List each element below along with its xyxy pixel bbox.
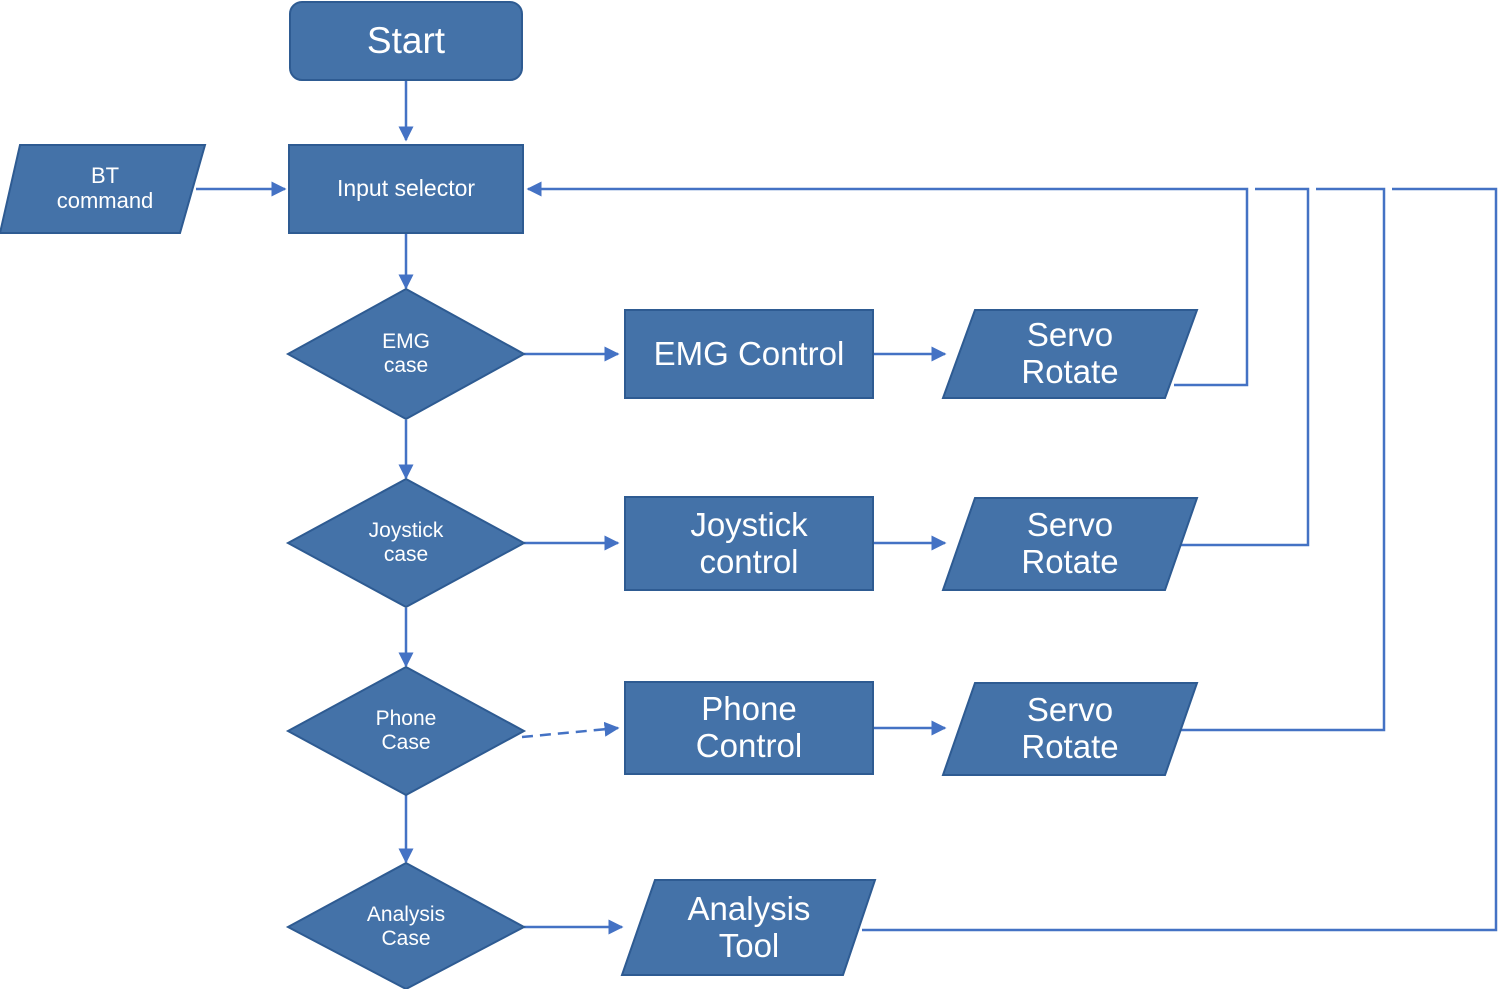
node-joystick-servo-rotate[interactable] [941, 497, 1199, 591]
node-input-selector[interactable] [288, 144, 524, 234]
node-emg-control[interactable] [624, 309, 874, 399]
node-analysis-tool[interactable] [620, 879, 877, 976]
edge-phone-case-to-phone-control [521, 721, 620, 739]
node-joystick-control[interactable] [624, 496, 874, 591]
edge-joystick-servo-to-input-selector [1174, 187, 1310, 547]
node-layer [0, 1, 1199, 989]
node-bt-command[interactable] [0, 144, 207, 234]
node-start[interactable] [289, 1, 523, 81]
edge-emg-servo-to-input-selector [526, 181, 1249, 387]
node-phone-servo-rotate[interactable] [941, 682, 1199, 776]
node-emg-servo-rotate[interactable] [941, 309, 1199, 399]
node-phone-control[interactable] [624, 681, 874, 775]
connector-layer [196, 80, 1498, 935]
node-phone-case[interactable] [285, 665, 527, 797]
node-analysis-case[interactable] [285, 861, 527, 989]
node-joystick-case[interactable] [285, 477, 527, 609]
edge-analysis-tool-to-input-selector [862, 187, 1498, 932]
node-emg-case[interactable] [285, 287, 527, 421]
edge-phone-servo-to-input-selector [1174, 187, 1386, 732]
